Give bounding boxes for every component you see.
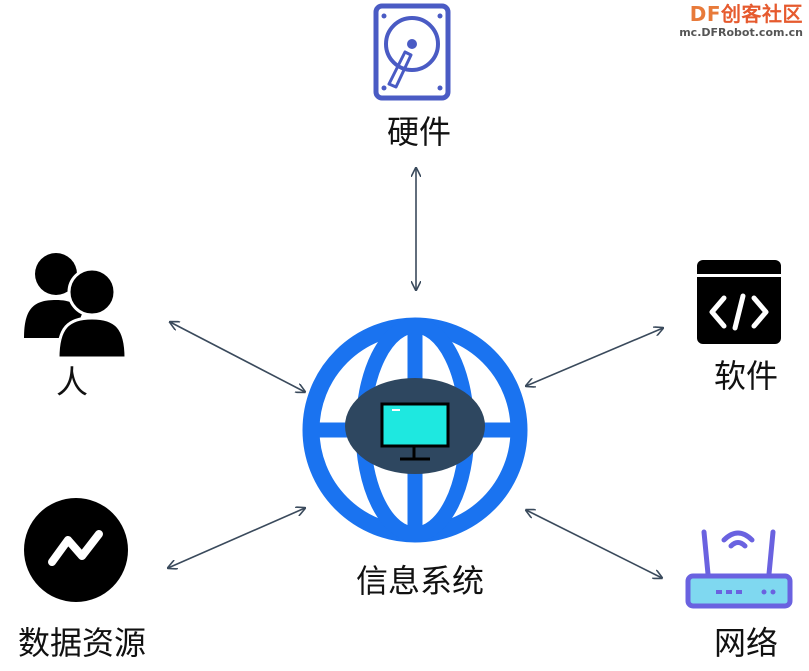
monitor-icon bbox=[380, 402, 450, 461]
hard-drive-icon bbox=[373, 3, 451, 101]
code-window-icon bbox=[697, 260, 781, 344]
node-label-data-resources: 数据资源 bbox=[17, 624, 147, 662]
globe-monitor-icon bbox=[302, 317, 528, 543]
connection-arrows bbox=[168, 168, 663, 578]
center-label-information-system: 信息系统 bbox=[355, 562, 485, 600]
watermark: DF创客社区 mc.DFRobot.com.cn bbox=[679, 4, 803, 38]
node-label-software: 软件 bbox=[713, 357, 779, 395]
arrow-network bbox=[526, 510, 662, 578]
arrow-data bbox=[168, 508, 305, 568]
arrow-software bbox=[526, 328, 663, 386]
arrow-people bbox=[170, 322, 305, 392]
chart-line-circle-icon bbox=[24, 498, 128, 602]
watermark-brand: DF创客社区 bbox=[679, 4, 803, 24]
watermark-url: mc.DFRobot.com.cn bbox=[679, 26, 803, 39]
users-icon bbox=[24, 253, 128, 360]
wifi-router-icon bbox=[685, 529, 793, 609]
node-label-network: 网络 bbox=[713, 624, 779, 662]
watermark-brand-prefix: DF bbox=[689, 2, 721, 26]
watermark-brand-name: 创客社区 bbox=[721, 2, 803, 26]
node-label-people: 人 bbox=[55, 363, 89, 401]
node-label-hardware: 硬件 bbox=[386, 113, 452, 151]
